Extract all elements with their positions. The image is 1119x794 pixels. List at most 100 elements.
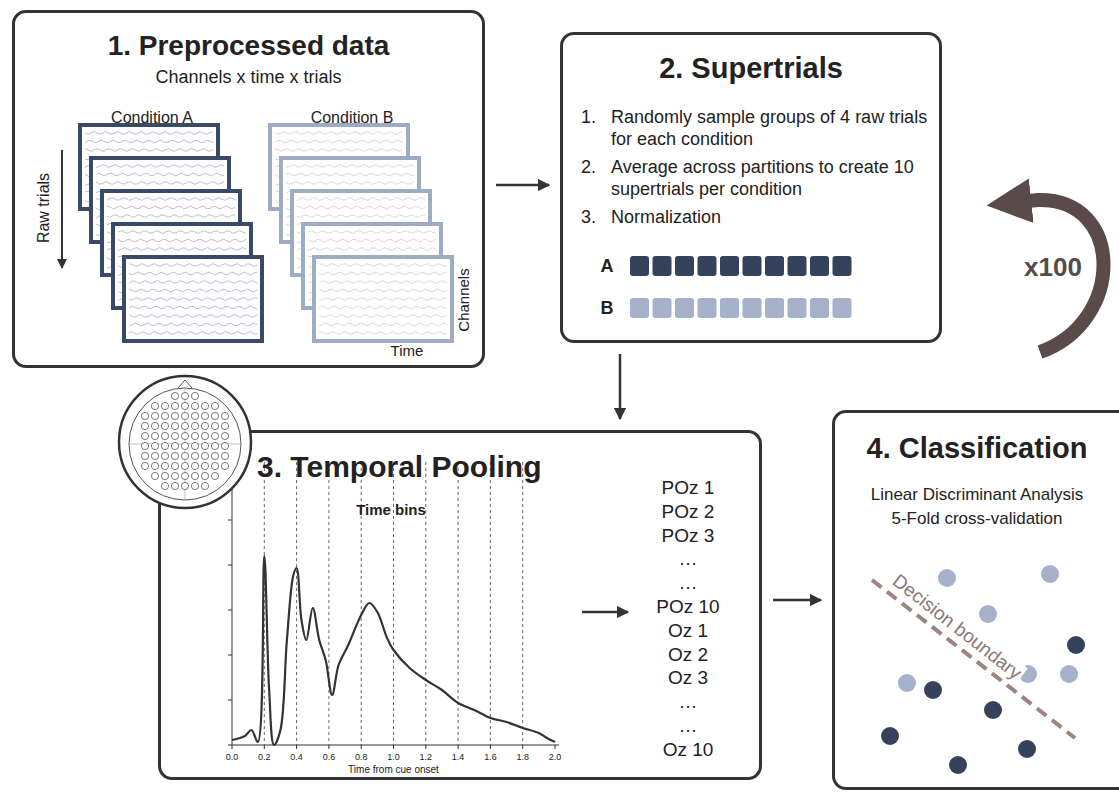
supertrial-square [675,256,694,276]
electrode [201,402,208,409]
trial-sheet [314,257,452,341]
electrode [161,412,168,419]
electrode [181,482,188,489]
feature-label: Oz 10 [663,739,714,761]
electrode [201,412,208,419]
axis-tick [555,745,556,749]
electrode [141,432,148,439]
eeg-trace [286,165,414,168]
figure-label: Time from cue onset [348,764,439,776]
supertrial-square [743,256,762,276]
axis-tick [458,745,459,749]
electrode [161,482,168,489]
class-a-point [881,727,899,745]
electrode [201,432,208,439]
supertrial-square [720,298,739,318]
eeg-trace [308,231,436,234]
electrode [201,482,208,489]
supertrial-square [698,256,717,276]
electrode [181,402,188,409]
feature-label: Oz 1 [668,620,708,642]
eeg-trace [275,140,403,143]
electrode [191,462,198,469]
flow-arrow [619,354,622,419]
step-text: 3. [581,207,609,229]
electrode [151,432,158,439]
electrode [191,432,198,439]
axis-tick-label: 0.0 [226,752,239,762]
electrode [191,402,198,409]
supertrial-square [653,256,672,276]
decision-boundary-line [872,580,1075,738]
axis-tick-label: 1.4 [452,752,465,762]
electrode-cap [119,376,251,508]
supertrial-square [720,256,739,276]
pooling-arrow [582,611,628,614]
supertrial-square [653,298,672,318]
class-b-point [979,605,997,623]
eeg-trace [129,281,257,284]
axis-tick [228,520,232,521]
feature-label: Oz 2 [668,644,708,666]
class-b-point [1041,565,1059,583]
eeg-trace [319,306,447,309]
step-panel: 4. ClassificationLinear Discriminant Ana… [832,410,1119,790]
axis-tick [328,745,329,749]
electrode [211,412,218,419]
axis-tick-label: 0.8 [355,752,368,762]
figure-label: Decision boundary [886,568,1028,686]
flow-arrow [496,184,549,187]
eeg-trace [129,264,257,267]
flow-arrow [773,599,821,602]
supertrial-square [698,298,717,318]
electrode [171,422,178,429]
electrode [161,452,168,459]
supertrial-square [675,298,694,318]
class-b-point [938,569,956,587]
eeg-trace [129,315,257,318]
figure-label: Channels [455,268,472,331]
time-bin-line [296,462,297,745]
electrode [211,462,218,469]
electrode [161,422,168,429]
figure-label: Raw trials [35,173,53,243]
eeg-trace [96,182,224,185]
electrode [141,442,148,449]
eeg-trace [319,272,447,275]
electrode [181,442,188,449]
electrode [181,432,188,439]
step-text: 2. [581,157,609,179]
feature-label: POz 2 [662,501,715,523]
electrode [191,422,198,429]
axis-tick [522,745,523,749]
electrode [171,452,178,459]
step-text: 1. [581,107,609,129]
step-text: Channels x time x trials [15,67,482,89]
electrode [191,392,198,399]
eeg-trace [85,149,213,152]
axis-tick [490,745,491,749]
feature-label: POz 1 [662,477,715,499]
axis-tick-label: 1.8 [516,752,529,762]
trial-order-arrow [61,150,63,268]
eeg-trace [275,149,403,152]
eeg-trace [275,132,403,135]
step-text: Normalization [611,207,931,229]
electrode [161,402,168,409]
eeg-trace [129,298,257,301]
electrode [171,482,178,489]
electrode [221,412,228,419]
electrode [181,392,188,399]
axis-tick [228,565,232,566]
supertrial-square [765,298,784,318]
electrode [151,402,158,409]
electrode [191,412,198,419]
eeg-trace [308,239,436,242]
trial-sheet [124,257,262,341]
time-bin-line [522,462,523,745]
electrode [201,462,208,469]
time-bin-line [490,462,491,745]
electrode [211,402,218,409]
class-b-point [1060,665,1078,683]
figure-label: Condition A [111,109,193,127]
